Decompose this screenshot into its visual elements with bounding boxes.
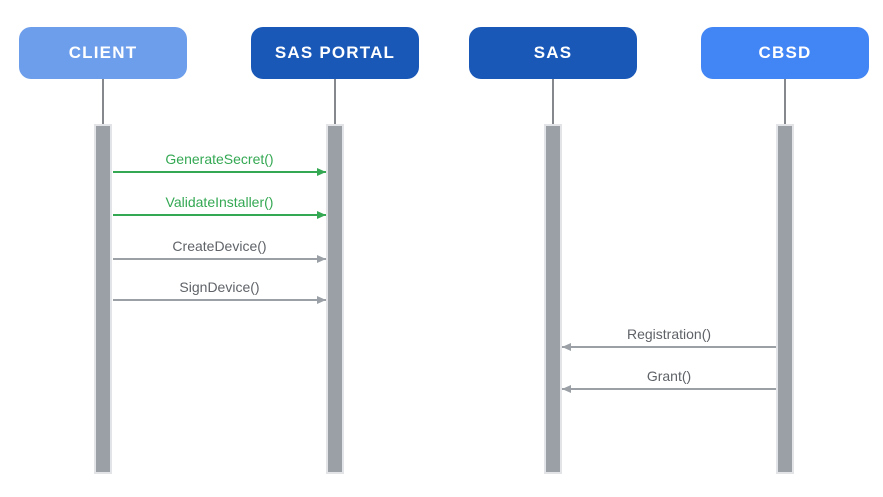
participant-box-sas: SAS bbox=[469, 27, 637, 79]
message-line bbox=[113, 258, 326, 260]
message-label: CreateDevice() bbox=[172, 238, 267, 254]
message-label: GenerateSecret() bbox=[165, 151, 274, 167]
message-sign-device: SignDevice() bbox=[113, 275, 326, 304]
message-line bbox=[113, 171, 326, 173]
activation-bar-client bbox=[94, 124, 112, 474]
lifeline-cbsd bbox=[784, 79, 786, 125]
message-validate-installer: ValidateInstaller() bbox=[113, 190, 326, 219]
activation-bar-cbsd bbox=[776, 124, 794, 474]
lifeline-client bbox=[102, 79, 104, 125]
message-label: ValidateInstaller() bbox=[165, 194, 274, 210]
message-generate-secret: GenerateSecret() bbox=[113, 147, 326, 176]
arrowhead-left-icon bbox=[562, 385, 571, 393]
participant-box-cbsd: CBSD bbox=[701, 27, 869, 79]
arrowhead-right-icon bbox=[317, 211, 326, 219]
message-line bbox=[562, 346, 776, 348]
message-registration: Registration() bbox=[562, 322, 776, 351]
message-label: Registration() bbox=[626, 326, 712, 342]
participant-box-client: CLIENT bbox=[19, 27, 187, 79]
participant-label: SAS bbox=[533, 43, 573, 62]
arrowhead-right-icon bbox=[317, 168, 326, 176]
message-label: SignDevice() bbox=[179, 279, 260, 295]
arrowhead-right-icon bbox=[317, 296, 326, 304]
message-line bbox=[113, 214, 326, 216]
activation-bar-sas-portal bbox=[326, 124, 344, 474]
message-line bbox=[113, 299, 326, 301]
participant-label: CBSD bbox=[758, 43, 812, 62]
lifeline-sas-portal bbox=[334, 79, 336, 125]
message-line bbox=[562, 388, 776, 390]
participant-label: SAS PORTAL bbox=[274, 43, 396, 62]
participant-box-sas-portal: SAS PORTAL bbox=[251, 27, 419, 79]
arrowhead-right-icon bbox=[317, 255, 326, 263]
message-create-device: CreateDevice() bbox=[113, 234, 326, 263]
message-label: Grant() bbox=[646, 368, 692, 384]
message-grant: Grant() bbox=[562, 364, 776, 393]
participant-label: CLIENT bbox=[68, 43, 138, 62]
activation-bar-sas bbox=[544, 124, 562, 474]
arrowhead-left-icon bbox=[562, 343, 571, 351]
lifeline-sas bbox=[552, 79, 554, 125]
